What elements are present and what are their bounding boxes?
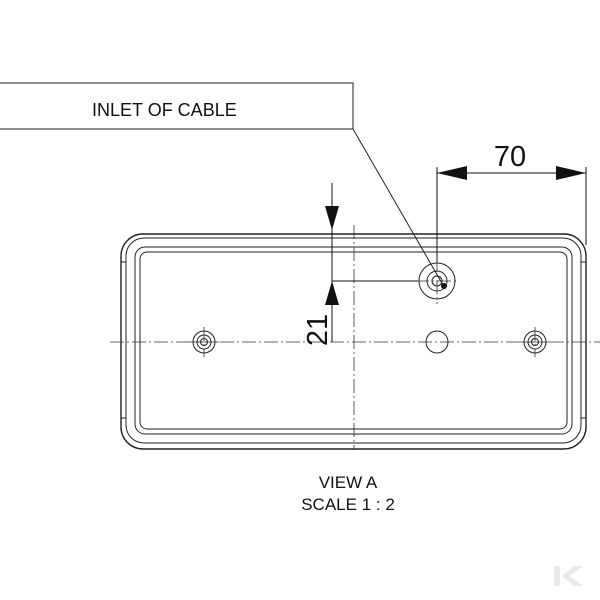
arrowhead-down [325, 206, 339, 230]
leader-end-dot [441, 283, 447, 289]
dimension-horizontal: 70 [436, 141, 587, 262]
center-plug [425, 330, 449, 354]
lamp-outline [120, 233, 587, 450]
dimension-horizontal-value: 70 [494, 141, 526, 173]
left-mounting-stud [189, 327, 219, 357]
view-title: VIEW A [319, 473, 378, 492]
right-mounting-stud [520, 327, 550, 357]
callout-label: INLET OF CABLE [92, 100, 237, 120]
dimension-vertical: 21 [302, 183, 418, 346]
arrowhead-left [437, 166, 467, 180]
callout-box: INLET OF CABLE [0, 82, 354, 130]
cable-inlet [415, 258, 459, 304]
arrowhead-right [556, 166, 586, 180]
dimension-vertical-value: 21 [302, 314, 334, 346]
arrowhead-up [325, 281, 339, 305]
callout-leader [352, 128, 447, 289]
view-caption: VIEW A SCALE 1 : 2 [301, 473, 395, 514]
kramp-logo-icon [554, 566, 583, 586]
view-scale: SCALE 1 : 2 [301, 495, 395, 514]
centerlines [110, 225, 600, 450]
